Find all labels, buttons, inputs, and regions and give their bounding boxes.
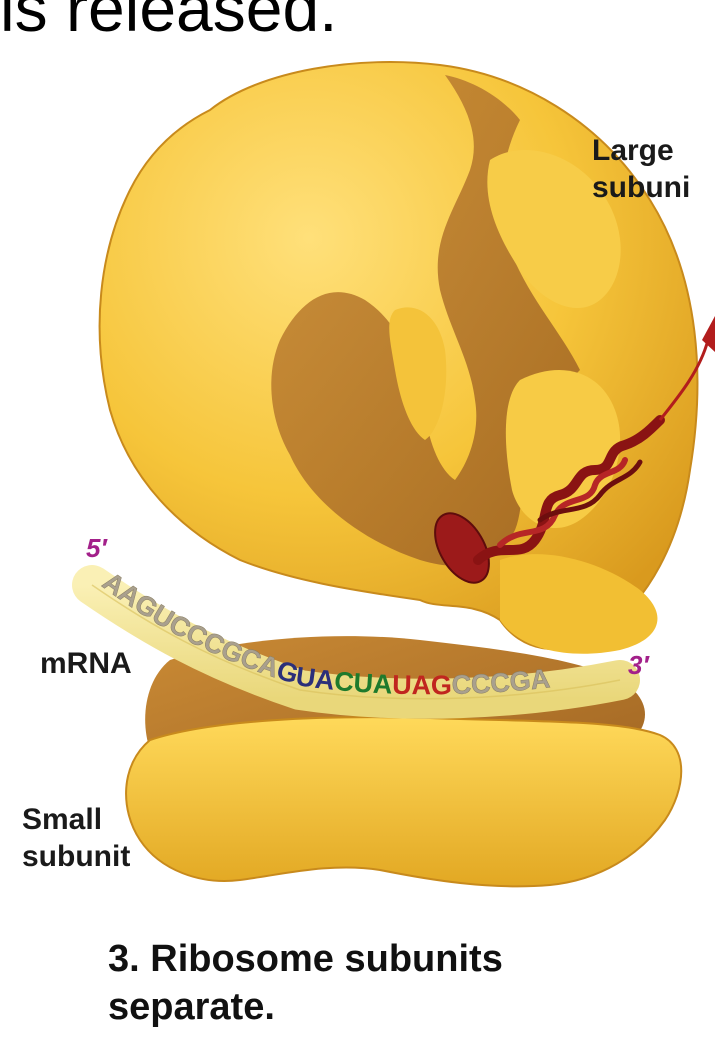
label-small-subunit-line2: subunit [22,840,130,873]
label-five-prime: 5′ [86,533,108,563]
label-large-subunit-line1: Large [592,134,674,167]
caption-line-2: separate. [108,983,503,1031]
mrna-codon-cua: CUA [333,666,393,700]
label-mrna: mRNA [40,647,132,680]
step-caption: 3. Ribosome subunits separate. [108,935,503,1031]
label-large-subunit-line2: subuni [592,171,690,204]
caption-line-1: 3. Ribosome subunits [108,935,503,983]
mrna-stop-codon: UAG [392,670,452,701]
label-three-prime: 3′ [628,650,650,680]
label-small-subunit-line1: Small [22,803,102,836]
